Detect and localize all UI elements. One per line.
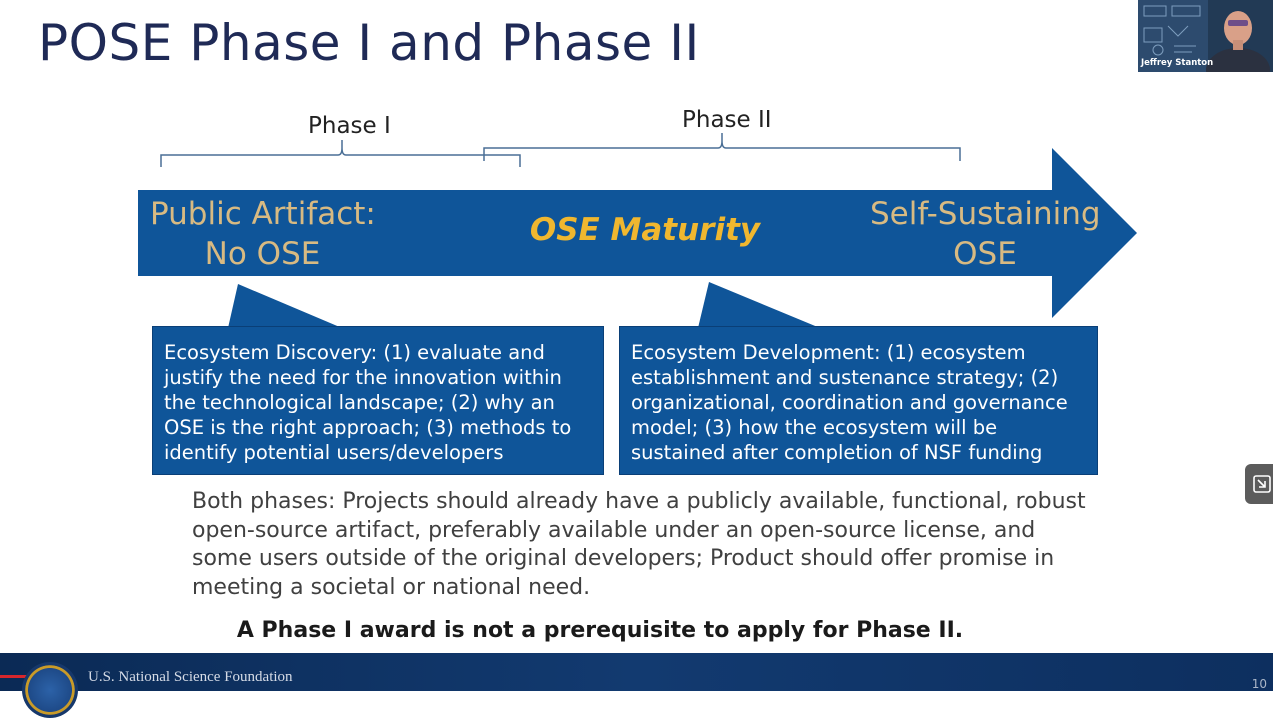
exit-fullscreen-button[interactable] bbox=[1245, 464, 1273, 504]
left-callout-pointer bbox=[228, 284, 342, 328]
exit-fullscreen-icon bbox=[1253, 475, 1271, 493]
slide-footer: U.S. National Science Foundation 10 bbox=[0, 653, 1273, 718]
maturity-arrow bbox=[138, 148, 1137, 328]
speaker-video[interactable]: Jeffrey Stanton bbox=[1138, 0, 1273, 72]
speaker-name: Jeffrey Stanton bbox=[1141, 58, 1214, 68]
phase-1-brace bbox=[160, 140, 521, 167]
speaker-figure bbox=[1206, 11, 1270, 72]
arrow-left-line2: No OSE bbox=[204, 236, 321, 272]
ecosystem-discovery-box: Ecosystem Discovery: (1) evaluate and ju… bbox=[152, 326, 604, 475]
phase-braces bbox=[160, 133, 961, 167]
slide-title: POSE Phase I and Phase II bbox=[38, 14, 700, 72]
slide-page-number: 10 bbox=[1251, 677, 1267, 691]
right-callout-pointer bbox=[698, 282, 820, 328]
footer-accent bbox=[0, 675, 34, 678]
award-note: A Phase I award is not a prerequisite to… bbox=[236, 618, 964, 643]
arrow-left-label: Public Artifact: No OSE bbox=[150, 194, 376, 274]
nsf-seal-icon bbox=[22, 662, 78, 718]
ose-maturity-label: OSE Maturity bbox=[529, 212, 761, 248]
phase-2-brace bbox=[483, 133, 961, 161]
both-phases-text: Both phases: Projects should already hav… bbox=[192, 489, 1086, 600]
footer-org-name: U.S. National Science Foundation bbox=[88, 669, 293, 685]
video-frame bbox=[1138, 0, 1273, 72]
arrow-left-line1: Public Artifact: bbox=[150, 196, 376, 232]
ecosystem-development-box: Ecosystem Development: (1) ecosystem est… bbox=[619, 326, 1098, 475]
phase-1-label: Phase I bbox=[308, 113, 391, 139]
arrow-right-line2: OSE bbox=[953, 236, 1017, 272]
arrow-right-label: Self-Sustaining OSE bbox=[870, 194, 1101, 274]
arrow-right-line1: Self-Sustaining bbox=[870, 196, 1101, 232]
phase-2-label: Phase II bbox=[682, 107, 772, 133]
